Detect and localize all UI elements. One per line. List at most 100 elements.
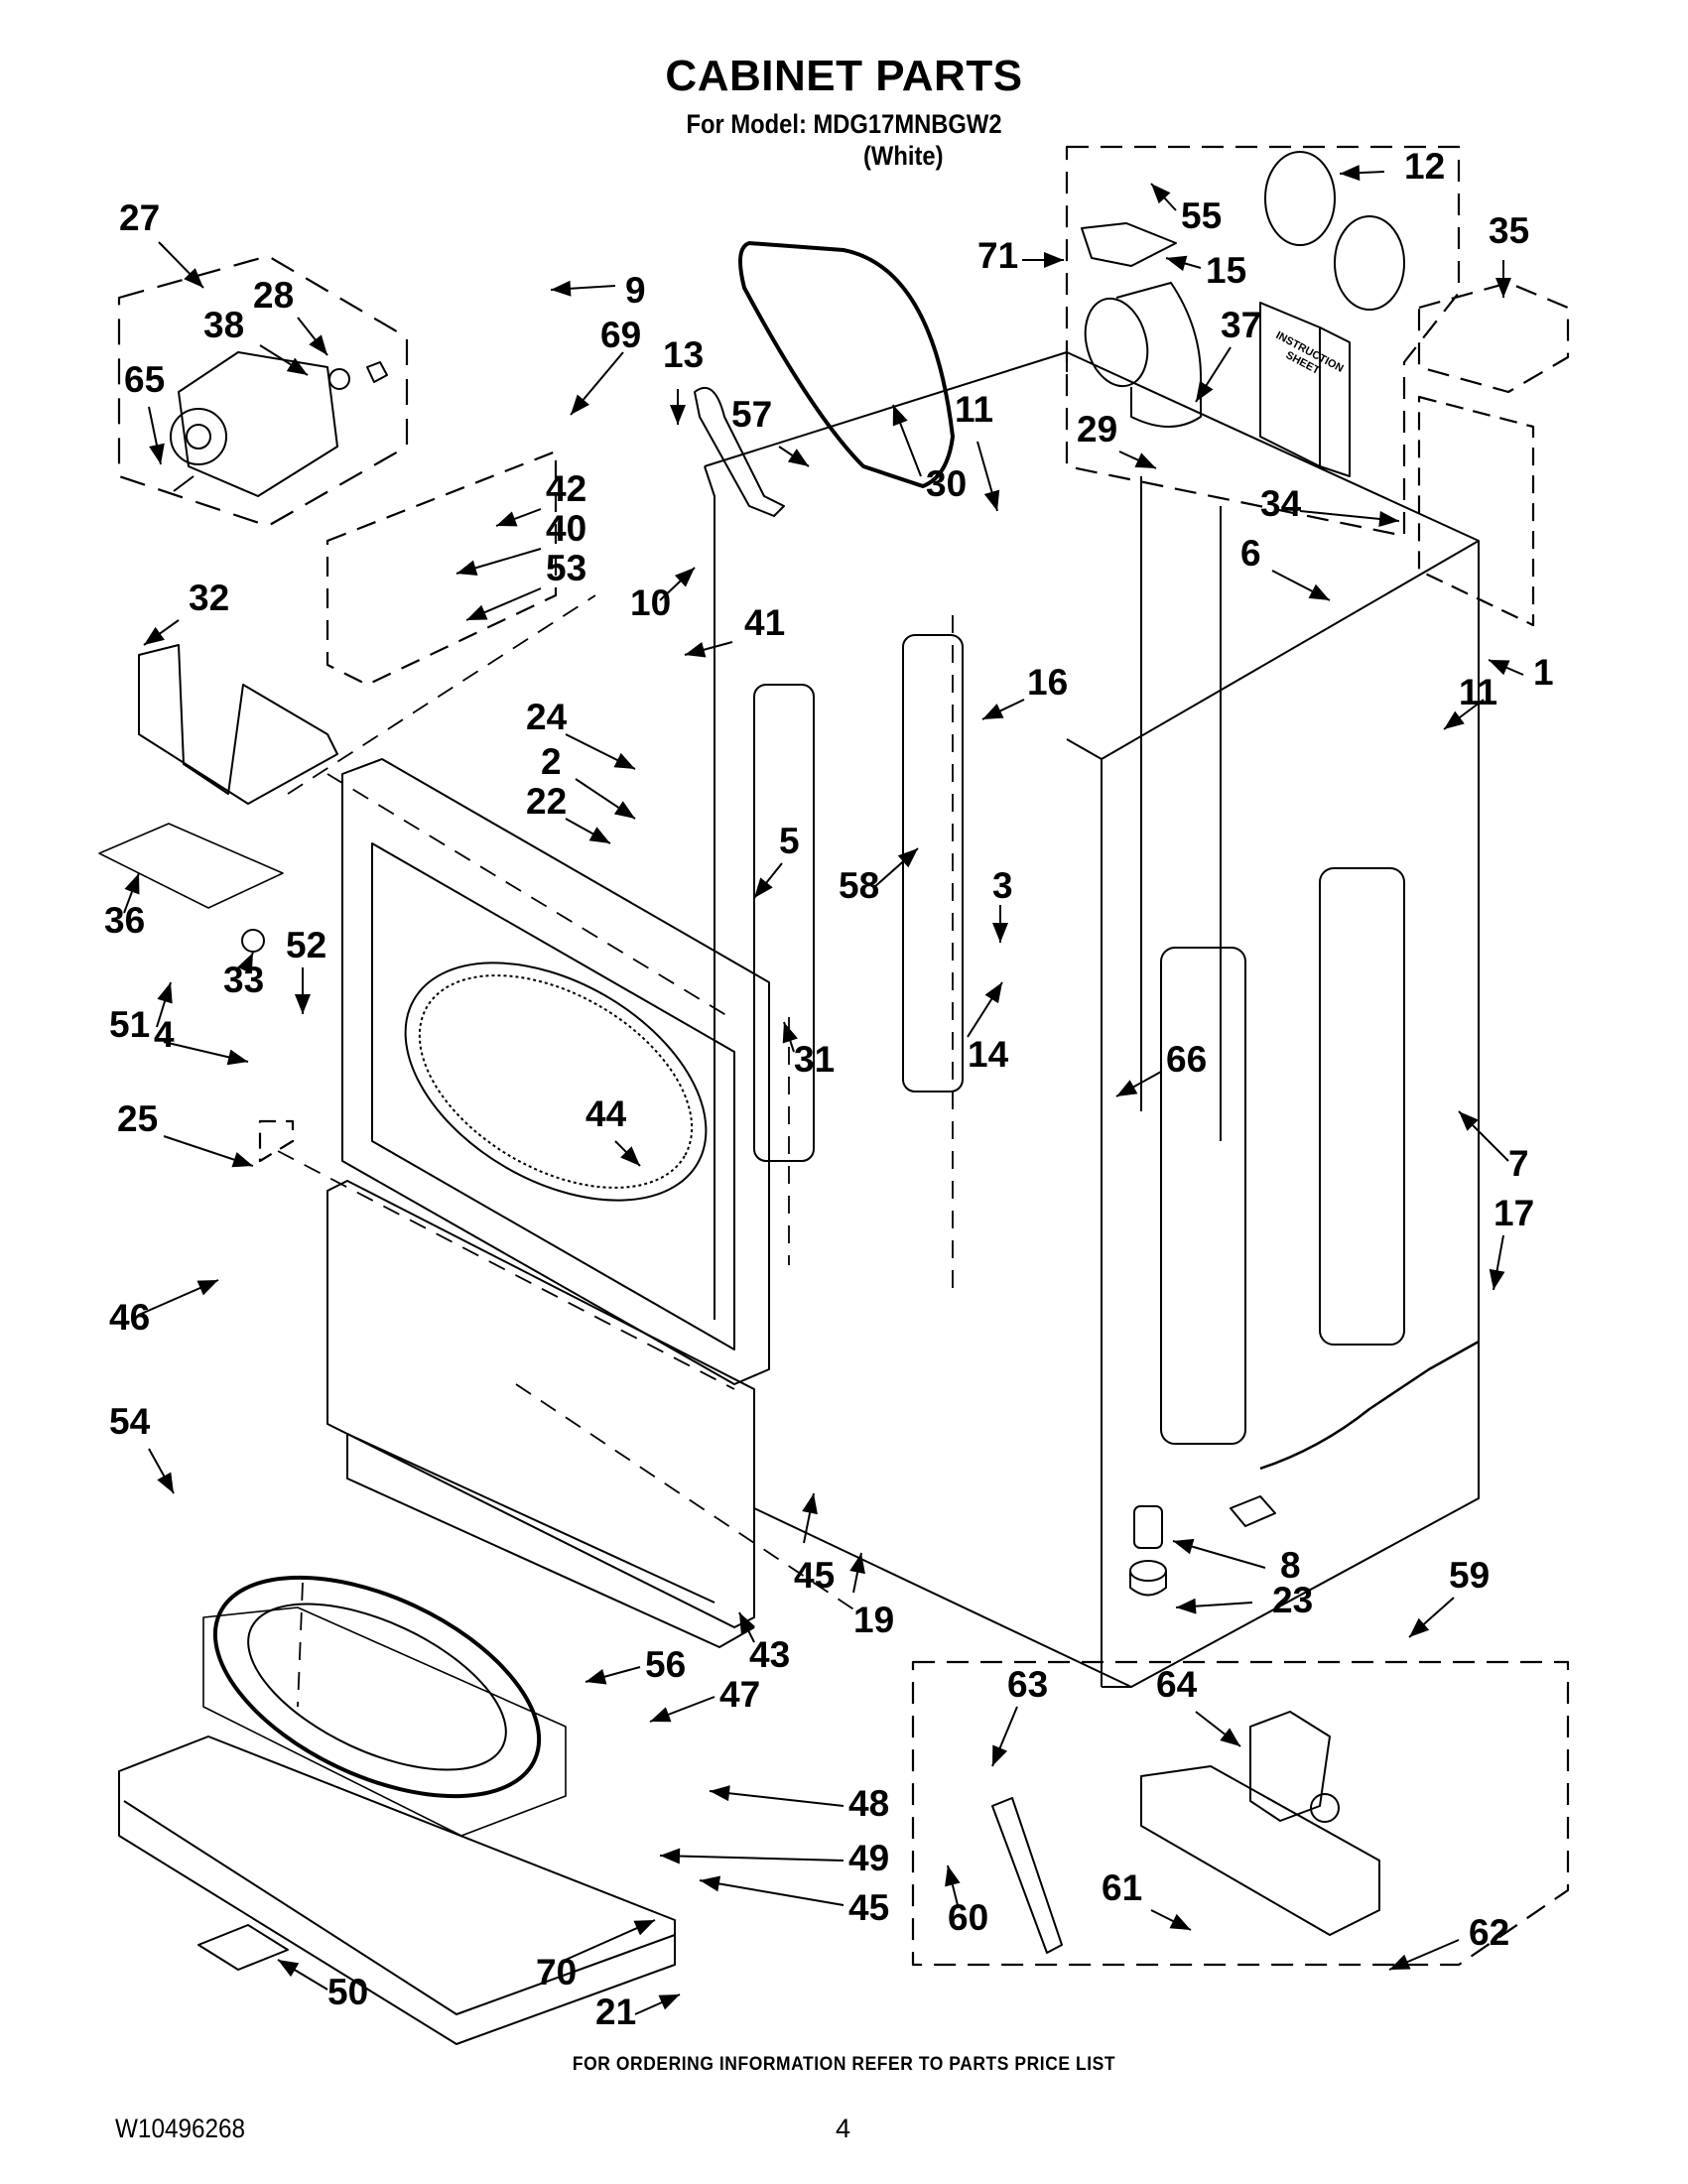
callout-leader-8 (1172, 1538, 1266, 1569)
drive-motor (170, 351, 388, 497)
callout-leader-63 (991, 1706, 1018, 1767)
callout-leader-45 (802, 1492, 818, 1544)
callout-label-42: 42 (546, 468, 586, 509)
callout-label-58: 58 (839, 865, 879, 906)
callout-label-11: 11 (955, 389, 993, 430)
callout-leader-58 (872, 847, 919, 889)
callout-label-51: 51 (109, 1004, 150, 1045)
callout-label-5: 5 (779, 821, 800, 861)
exhaust-parts (1081, 151, 1405, 477)
callout-label-56: 56 (645, 1644, 686, 1685)
callout-label-71: 71 (977, 235, 1018, 276)
callout-label-47: 47 (719, 1674, 760, 1715)
callout-leader-6 (1271, 570, 1331, 601)
callout-leader-2 (575, 778, 636, 820)
callout-leader-49 (659, 1848, 844, 1864)
callout-leader-45 (699, 1875, 844, 1906)
callout-label-46: 46 (109, 1297, 150, 1338)
callout-label-19: 19 (853, 1600, 894, 1640)
callout-label-14: 14 (968, 1034, 1009, 1075)
callout-leader-40 (455, 548, 542, 577)
callout-leader-15 (1165, 255, 1202, 272)
callout-label-28: 28 (253, 275, 294, 316)
callout-label-12: 12 (1404, 146, 1445, 187)
callout-label-50: 50 (327, 1972, 368, 2012)
callout-leader-46 (138, 1279, 219, 1316)
callout-leader-23 (1175, 1598, 1253, 1614)
knob-group-box (258, 1119, 295, 1163)
callout-leader-64 (1195, 1711, 1241, 1747)
callout-label-70: 70 (536, 1952, 577, 1992)
callout-label-2: 2 (541, 741, 562, 782)
callout-label-66: 66 (1166, 1039, 1207, 1080)
motor-mount-bracket (138, 644, 338, 805)
gas-valve-group-box (911, 1660, 1570, 1967)
callout-label-9: 9 (625, 270, 646, 311)
callout-leader-51 (163, 1041, 249, 1066)
callout-label-69: 69 (600, 315, 641, 355)
callout-label-64: 64 (1156, 1664, 1198, 1705)
callout-leader-24 (565, 733, 636, 770)
door-switch-group-box (325, 450, 558, 687)
callout-leader-34 (1299, 510, 1400, 527)
callout-label-25: 25 (117, 1098, 158, 1139)
washer (241, 929, 265, 953)
callout-leader-44 (614, 1140, 641, 1167)
callout-label-65: 65 (124, 359, 165, 400)
callout-label-57: 57 (731, 394, 772, 435)
callout-leader-27 (158, 241, 204, 289)
callout-label-24: 24 (526, 697, 568, 737)
idler-arm (694, 386, 785, 517)
callout-label-44: 44 (585, 1093, 627, 1134)
callout-leader-53 (465, 587, 542, 621)
callout-leader-5 (753, 862, 783, 899)
callout-leader-16 (981, 699, 1025, 720)
terminal-block-group-box (1417, 281, 1570, 394)
callout-leader-56 (584, 1666, 641, 1685)
callout-leader-37 (1195, 346, 1232, 403)
callout-leader-32 (143, 619, 180, 646)
callout-label-22: 22 (526, 781, 567, 822)
callout-leader-43 (738, 1611, 756, 1643)
callout-label-3: 3 (992, 865, 1013, 906)
callout-leader-4 (156, 981, 173, 1028)
callout-leader-12 (1339, 165, 1385, 182)
callout-label-15: 15 (1206, 250, 1246, 291)
callout-label-35: 35 (1489, 210, 1529, 251)
callout-leader-22 (565, 818, 611, 844)
callout-leader-30 (892, 404, 922, 477)
callout-leader-14 (967, 981, 1003, 1038)
callout-label-34: 34 (1260, 483, 1302, 524)
document-number: W10496268 (115, 2114, 246, 2143)
callout-label-17: 17 (1493, 1193, 1534, 1233)
callout-leader-11 (976, 441, 1000, 512)
front-door-panel (341, 758, 770, 1385)
callout-leader-60 (945, 1864, 961, 1906)
callout-label-29: 29 (1077, 409, 1117, 450)
callout-leader-48 (709, 1785, 844, 1807)
callout-label-23: 23 (1272, 1580, 1313, 1620)
callout-label-31: 31 (794, 1039, 835, 1080)
callout-label-62: 62 (1469, 1912, 1509, 1953)
callout-label-41: 41 (744, 602, 785, 643)
callout-leader-38 (259, 344, 309, 376)
callout-label-13: 13 (663, 334, 704, 375)
callout-label-38: 38 (203, 305, 244, 345)
callout-leader-65 (148, 406, 165, 465)
callout-leader-36 (123, 872, 140, 914)
callout-leader-59 (1408, 1597, 1455, 1638)
callout-leader-10 (659, 567, 696, 601)
callout-leader-55 (1150, 183, 1177, 211)
callout-leader-29 (1118, 450, 1157, 469)
callout-label-49: 49 (848, 1838, 889, 1878)
callout-leader-70 (565, 1919, 656, 1961)
wire-kit-group-box (1417, 395, 1535, 627)
cord-connector (1230, 1495, 1276, 1527)
callout-label-27: 27 (119, 197, 160, 238)
callout-label-52: 52 (286, 925, 326, 965)
callout-leader-50 (277, 1959, 328, 1991)
mount-pad (98, 823, 284, 909)
callout-label-8: 8 (1280, 1545, 1301, 1586)
callout-label-4: 4 (154, 1014, 175, 1055)
